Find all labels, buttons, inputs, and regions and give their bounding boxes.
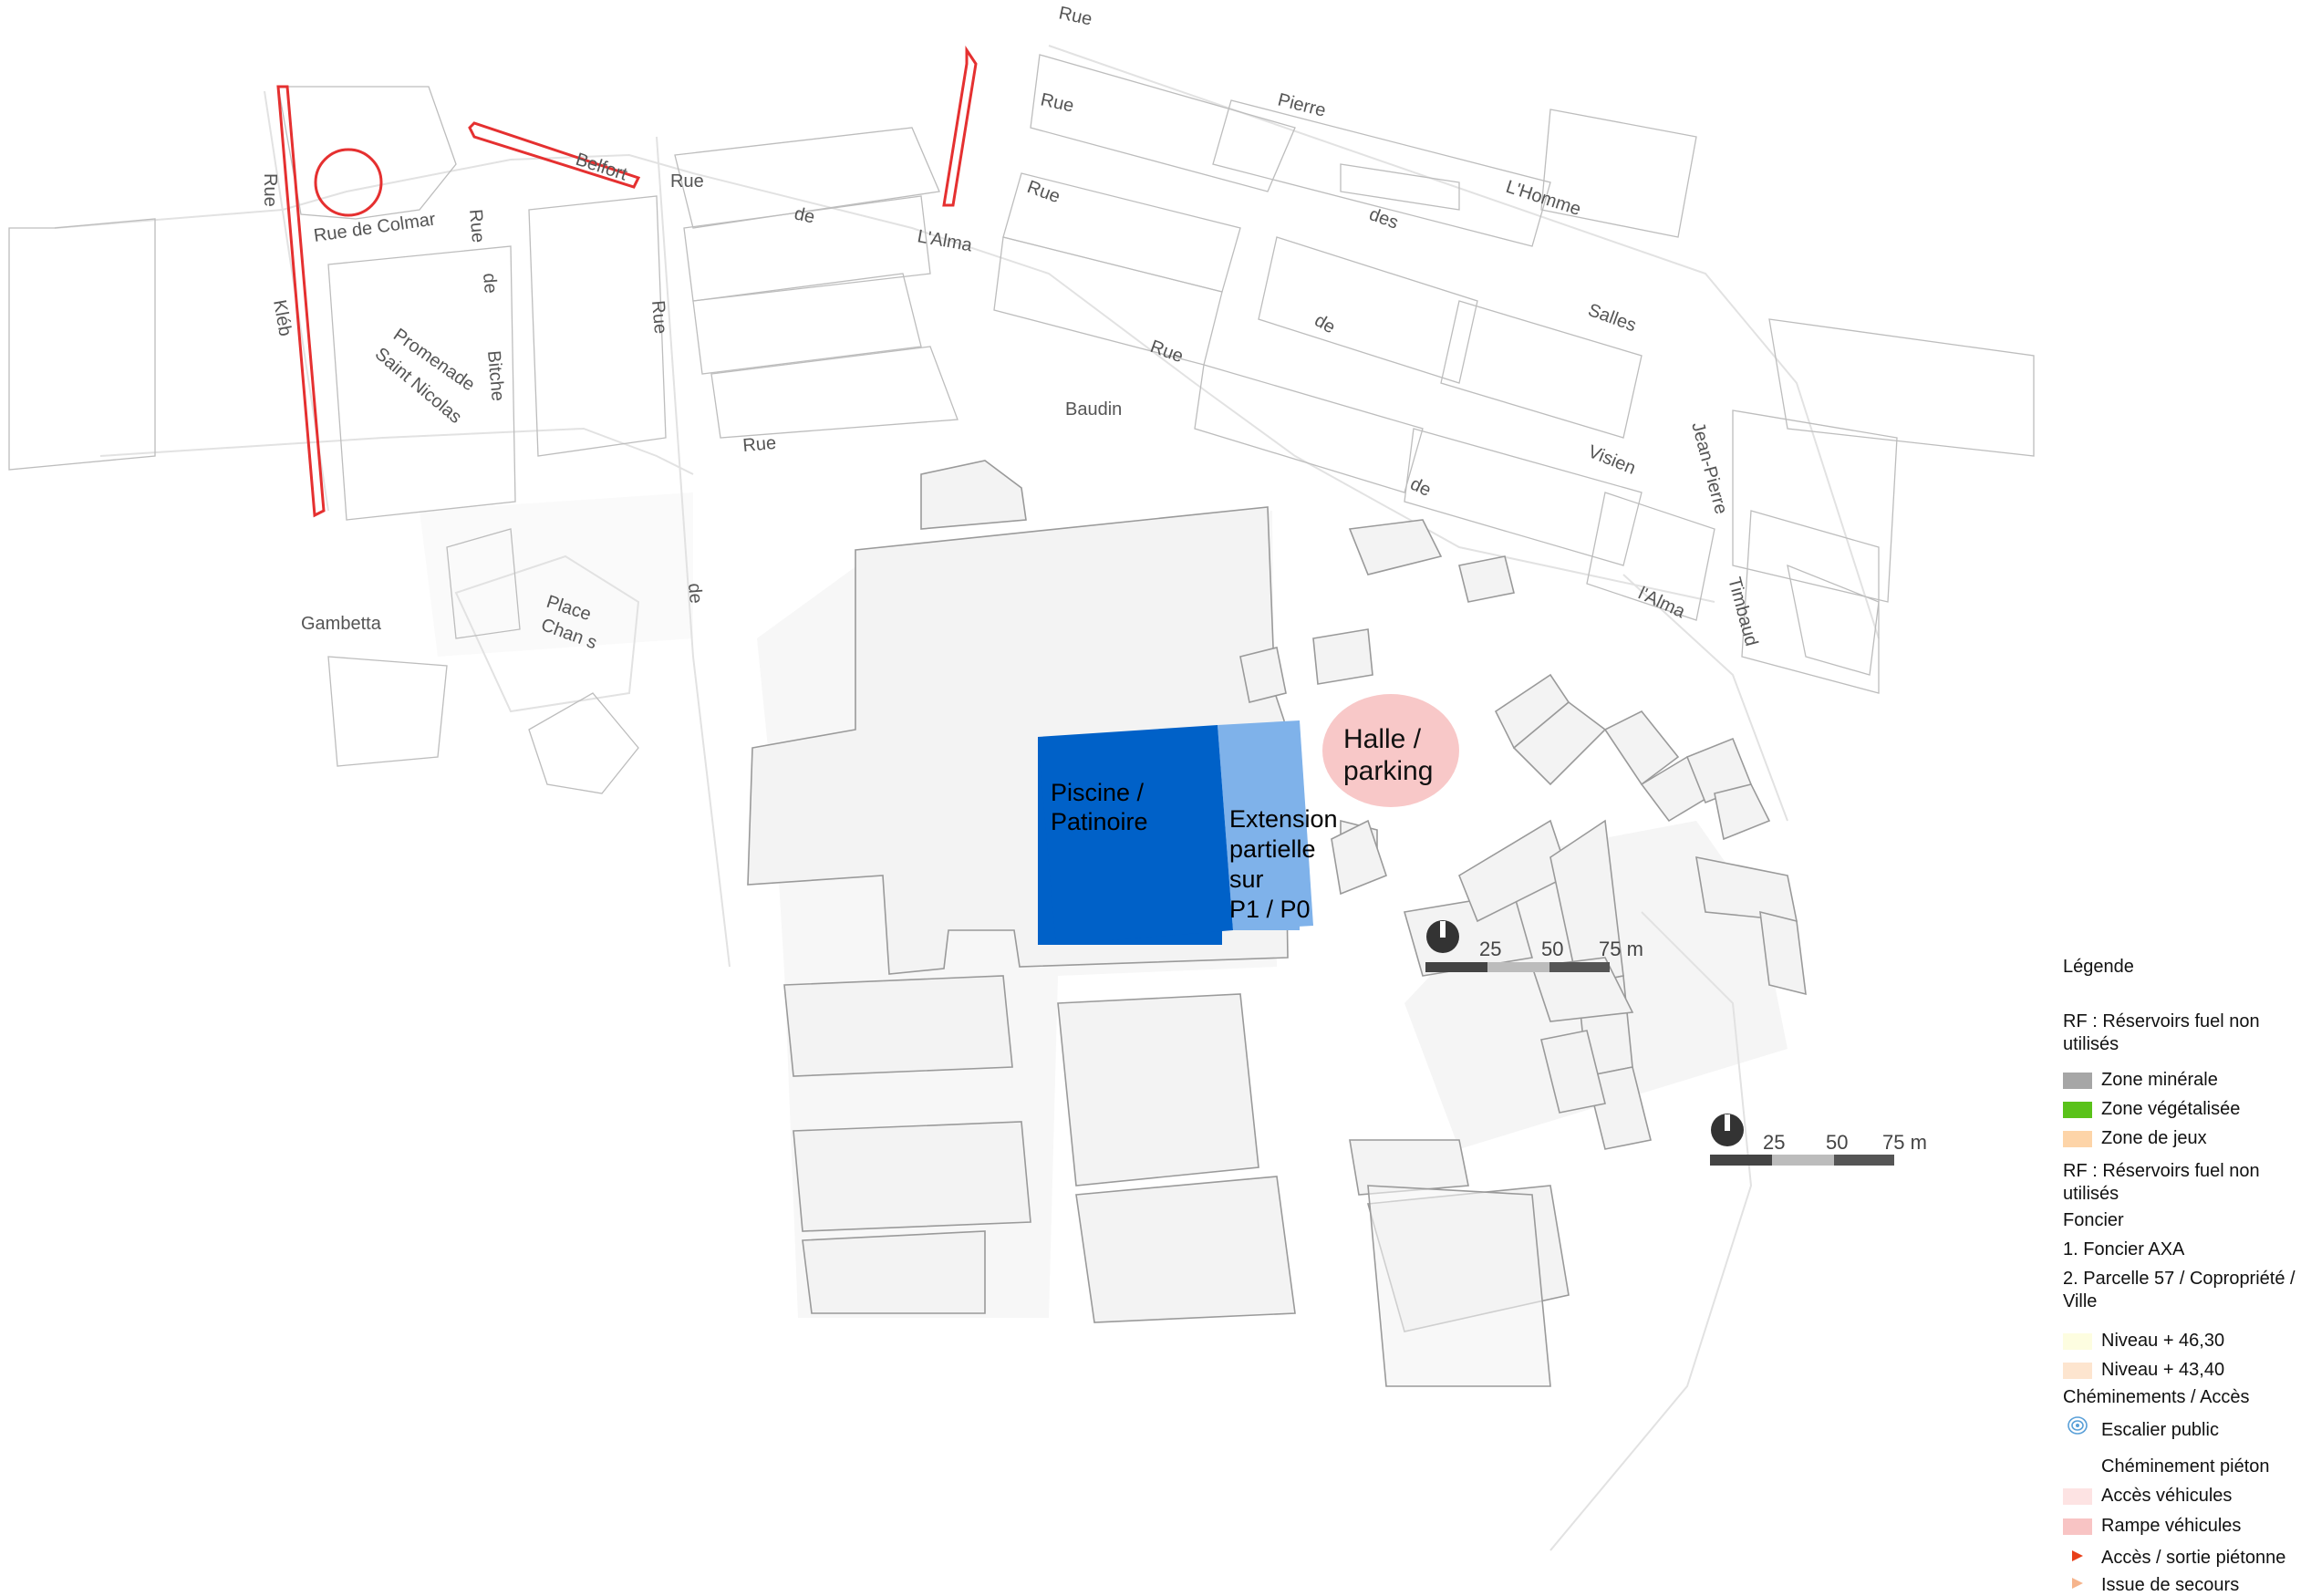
legend-item-zone-de-jeux: Zone de jeux <box>2063 1127 2207 1149</box>
street-label: Rue <box>1057 3 1093 29</box>
piscine-label-1: Piscine / <box>1051 779 1145 806</box>
legend-label: Rampe véhicules <box>2101 1516 2242 1536</box>
legend-label: Zone de jeux <box>2101 1128 2207 1148</box>
legend-item-cheminement-pieton: Chéminement piéton <box>2063 1456 2270 1477</box>
legend-label: Niveau + 43,40 <box>2101 1360 2225 1380</box>
street-label: Rue <box>260 173 280 207</box>
rampe-vehicules-swatch <box>2063 1518 2092 1535</box>
legend-item-acces-vehicules: Accès véhicules <box>2063 1485 2232 1507</box>
legend-label: Accès véhicules <box>2101 1486 2233 1506</box>
north-arrow-icon <box>1711 1114 1744 1146</box>
extension-label-1: Extension <box>1229 805 1338 833</box>
street-label: Jean-Pierre <box>1687 420 1731 517</box>
street-label: de <box>684 583 706 605</box>
street-label: de <box>1407 474 1434 501</box>
legend-cheminements-heading: Chéminements / Accès <box>2063 1387 2250 1407</box>
zone-labels: Piscine / Patinoire Extension partielle … <box>1051 724 1433 923</box>
street-label: Rue <box>1024 177 1062 207</box>
street-label: Kléb <box>269 298 295 337</box>
scale-tick: 75 m <box>1882 1131 1927 1154</box>
street-label: Rue <box>670 171 704 192</box>
street-label: Timbaud <box>1724 575 1761 648</box>
street-label: l'Alma <box>1635 584 1689 623</box>
halle-parking-zone <box>1322 694 1459 807</box>
scale-tick: 25 <box>1763 1131 1785 1154</box>
legend-label: Issue de secours <box>2101 1575 2240 1595</box>
legend-item-rampe-vehicules: Rampe véhicules <box>2063 1515 2241 1537</box>
cheminement-pieton-swatch <box>2063 1458 2092 1476</box>
zone-vegetalisee-swatch <box>2063 1101 2092 1118</box>
street-label: Pierre <box>1276 90 1328 121</box>
legend-label: Niveau + 46,30 <box>2101 1331 2225 1351</box>
legend-item-zone-minerale: Zone minérale <box>2063 1069 2218 1091</box>
street-label: Rue <box>648 300 670 335</box>
scale-tick: 25 <box>1479 938 1501 960</box>
street-label: Gambetta <box>301 614 382 634</box>
legend-item-zone-vegetalisee: Zone végétalisée <box>2063 1098 2240 1120</box>
zone-minerale-swatch <box>2063 1072 2092 1089</box>
street-label: Rue <box>742 433 777 456</box>
legend-label: Zone minérale <box>2101 1070 2218 1090</box>
street-label: de <box>479 273 501 295</box>
extension-label-2: partielle <box>1229 835 1316 863</box>
triangle-marker-icon <box>2063 1547 2092 1569</box>
scale-tick: 50 <box>1826 1131 1848 1154</box>
scale-tick: 75 m <box>1599 938 1643 960</box>
piscine-label-2: Patinoire <box>1051 808 1148 835</box>
scale-bar: 25 50 75 m <box>1710 1114 1927 1166</box>
street-label: Baudin <box>1065 399 1122 420</box>
scale-bar: 25 50 75 m <box>1425 920 1643 972</box>
street-outlines <box>54 45 1880 1551</box>
legend-foncier-heading: Foncier <box>2063 1210 2124 1230</box>
extension-zone-edge <box>1218 720 1313 930</box>
legend-title: Légende <box>2063 957 2134 977</box>
niveau-4630-swatch <box>2063 1332 2092 1350</box>
cadastral-outlines <box>8 54 2035 794</box>
halle-label-1: Halle / <box>1343 724 1422 754</box>
street-label: Rue <box>1147 337 1186 367</box>
street-label: Salles <box>1585 300 1639 336</box>
acces-vehicules-swatch <box>2063 1487 2092 1505</box>
halle-label-2: parking <box>1343 756 1433 786</box>
legend-rf-note: RF : Réservoirs fuel non utilisés <box>2063 1011 2260 1054</box>
street-label: de <box>793 203 816 227</box>
legend-foncier-axa: 1. Foncier AXA <box>2063 1239 2185 1259</box>
street-label: Rue de Colmar <box>313 209 438 246</box>
street-label: Visien <box>1585 441 1638 479</box>
red-perimeter <box>276 46 978 518</box>
street-label: Rue <box>465 209 488 244</box>
street-label: Bitche <box>483 350 508 402</box>
legend-item-issue-de-secours: Issue de secours <box>2063 1574 2239 1596</box>
extension-label-3: sur <box>1229 865 1264 893</box>
piscine-zone-edge <box>1038 725 1233 945</box>
legend-parcelle-57: 2. Parcelle 57 / Copropriété / Ville <box>2063 1269 2295 1311</box>
street-label: L'Alma <box>916 226 974 255</box>
zone-de-jeux-swatch <box>2063 1130 2092 1147</box>
legend-item-escalier-public: Escalier public <box>2063 1415 2219 1441</box>
spiral-stair-icon <box>2063 1415 2092 1441</box>
niveau-4340-swatch <box>2063 1362 2092 1379</box>
legend-label: Zone végétalisée <box>2101 1099 2241 1119</box>
legend-label: Chéminement piéton <box>2101 1456 2270 1477</box>
scale-tick: 50 <box>1541 938 1563 960</box>
north-arrow-icon <box>1426 920 1459 953</box>
triangle-marker-icon <box>2063 1574 2092 1596</box>
legend-item-niveau-4630: Niveau + 46,30 <box>2063 1330 2224 1352</box>
street-label: Rue <box>1039 89 1075 116</box>
legend-label: Escalier public <box>2101 1420 2219 1440</box>
street-label: des <box>1366 204 1401 233</box>
legend-rf-note: RF : Réservoirs fuel non utilisés <box>2063 1161 2260 1204</box>
legend-item-niveau-4340: Niveau + 43,40 <box>2063 1359 2224 1381</box>
legend-label: Accès / sortie piétonne <box>2101 1548 2286 1568</box>
legend-item-acces-sortie-pietonne: Accès / sortie piétonne <box>2063 1547 2285 1569</box>
extension-label-4: P1 / P0 <box>1229 896 1311 923</box>
street-label: de <box>1311 310 1339 337</box>
